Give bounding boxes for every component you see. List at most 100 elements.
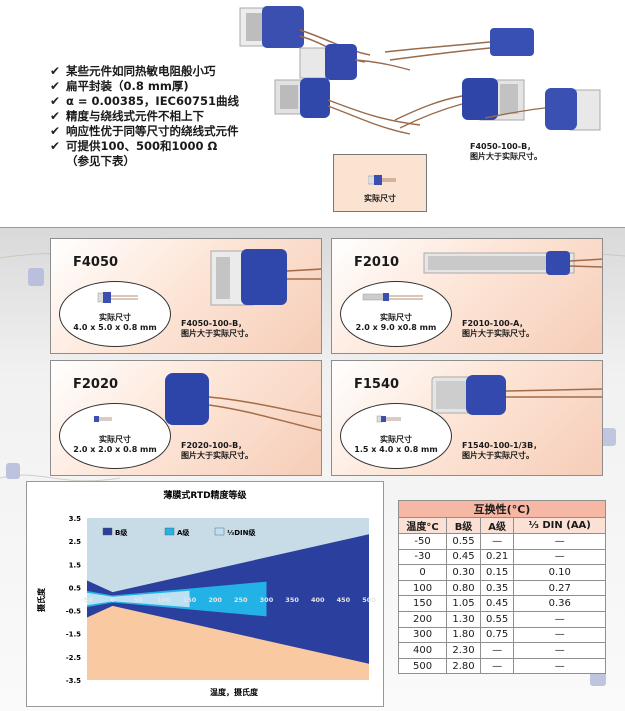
- x-tick-label: 400: [311, 596, 325, 604]
- actual-size-oval: 实际尺寸 2.0 x 2.0 x 0.8 mm: [59, 403, 171, 469]
- feature-text: 某些元件如同热敏电阻般小巧: [66, 64, 216, 78]
- table-cell: —: [513, 626, 606, 644]
- actual-size-oval: 实际尺寸 1.5 x 4.0 x 0.8 mm: [340, 403, 452, 469]
- table-cell: 150: [397, 595, 448, 612]
- caption-line: F4050-100-B，: [470, 142, 536, 151]
- model-name: F2010: [354, 255, 400, 270]
- mini-element-icon: [376, 415, 401, 423]
- table-cell: 2.80: [446, 657, 481, 675]
- feature-text: α = 0.00385，IEC60751曲线: [66, 94, 240, 108]
- feature-text: 精度与绕线式元件不相上下: [66, 109, 204, 123]
- column-header: B级: [446, 517, 481, 534]
- actual-size-oval: 实际尺寸 4.0 x 5.0 x 0.8 mm: [59, 281, 171, 347]
- table-cell: -30: [397, 548, 448, 566]
- y-tick-label: 3.5: [69, 515, 82, 523]
- panel-caption: F2020-100-B， 图片大于实际尺寸。: [181, 441, 253, 461]
- y-tick-label: -0.5: [66, 608, 81, 616]
- dimensions: 4.0 x 5.0 x 0.8 mm: [73, 323, 157, 332]
- y-axis-label: 摄氏度: [36, 587, 46, 612]
- product-panel-f1540: F1540 实际尺寸 1.5 x 4.0 x 0.8 mm F1540-100-…: [331, 360, 603, 476]
- table-cell: 0.27: [513, 579, 606, 597]
- model-name: F4050: [73, 255, 119, 270]
- legend-swatch: [214, 527, 225, 536]
- rtd-element-2: [299, 44, 411, 80]
- table-cell: 1.05: [446, 595, 481, 612]
- series-band-3: [87, 590, 190, 608]
- table-cell: 0.15: [479, 564, 515, 581]
- checkmark-icon: ✔: [50, 79, 61, 93]
- y-tick-label: -1.5: [66, 631, 81, 639]
- y-tick-label: -2.5: [66, 654, 81, 662]
- table-cell: 0.75: [479, 626, 515, 644]
- mini-element-icon: [368, 175, 396, 185]
- rtd-element-6: [484, 88, 601, 131]
- dimensions: 2.0 x 2.0 x 0.8 mm: [73, 445, 157, 454]
- table-cell: 0.36: [513, 595, 606, 612]
- table-cell: 200: [397, 610, 448, 628]
- rtd-element-3: [274, 78, 421, 135]
- table-cell: —: [513, 548, 606, 566]
- table-cell: 0.30: [446, 564, 481, 581]
- rtd-element-5: [394, 78, 525, 129]
- x-tick-label: -50: [81, 596, 93, 604]
- feature-subtext: （参见下表）: [66, 154, 135, 168]
- plot-area: [87, 518, 369, 680]
- table-cell: 300: [397, 626, 448, 644]
- f2010-photo: [423, 251, 602, 275]
- table-title: 互换性(°C): [398, 500, 606, 518]
- table-cell: -50: [397, 533, 448, 550]
- actual-size-label: 实际尺寸: [364, 194, 396, 203]
- f2020-photo: [165, 373, 321, 432]
- panel-caption: F2010-100-A， 图片大于实际尺寸。: [462, 319, 534, 339]
- caption-line: 图片大于实际尺寸。: [462, 451, 534, 460]
- table-cell: 0.35: [479, 579, 515, 597]
- table-cell: 0.45: [479, 595, 515, 612]
- table-cell: 1.80: [446, 626, 481, 644]
- table-cell: 0.21: [479, 548, 515, 566]
- table-cell: 400: [397, 642, 448, 659]
- feature-item: ✔ 某些元件如同热敏电阻般小巧: [50, 64, 290, 79]
- table-cell: 0: [397, 564, 448, 581]
- y-tick-label: 0.5: [69, 584, 82, 592]
- model-name: F2020: [73, 377, 119, 392]
- caption-line: 图片大于实际尺寸。: [181, 451, 253, 460]
- y-tick-label: -3.5: [66, 677, 81, 685]
- table-cell: 0.55: [446, 533, 481, 550]
- feature-item: ✔α = 0.00385，IEC60751曲线: [50, 94, 290, 109]
- table-cell: 0.80: [446, 579, 481, 597]
- y-tick-label: 2.5: [69, 538, 82, 546]
- actual-size-label: 实际尺寸: [99, 435, 131, 444]
- table-title-row: 互换性(°C): [398, 500, 606, 518]
- photo-caption: F4050-100-B， 图片大于实际尺寸。: [470, 142, 542, 162]
- x-tick-label: 500: [362, 596, 376, 604]
- checkmark-icon: ✔: [50, 64, 61, 78]
- product-panel-f2010: F2010 实际尺寸 2.0 x 9.0 x0.8 mm F2010-100-A…: [331, 238, 603, 354]
- checkmark-icon: ✔: [50, 124, 61, 138]
- rtd-elements-photo: [239, 6, 601, 135]
- x-tick-label: 450: [337, 596, 351, 604]
- x-tick-label: 150: [183, 596, 197, 604]
- column-header: A级: [479, 517, 515, 534]
- chart-svg: 薄膜式RTD精度等级 摄氏度 温度，摄氏度 3.52.51.50.5-0.5-1…: [36, 489, 376, 697]
- caption-line: 图片大于实际尺寸。: [181, 329, 253, 338]
- product-panel-f4050: F4050 实际尺寸 4.0 x 5.0 x 0.8 mm F4050-100-…: [50, 238, 322, 354]
- feature-text: 响应性优于同等尺寸的绕线式元件: [66, 124, 239, 138]
- feature-item: ✔可提供100、500和1000 Ω（参见下表）: [50, 139, 290, 169]
- actual-size-oval: 实际尺寸 2.0 x 9.0 x0.8 mm: [340, 281, 452, 347]
- mini-element-icon: [94, 416, 112, 422]
- table-cell: —: [513, 657, 606, 675]
- legend-label: A级: [177, 528, 190, 537]
- legend-label: B级: [115, 528, 128, 537]
- table-cell: 0.45: [446, 548, 481, 566]
- feature-item: ✔ 响应性优于同等尺寸的绕线式元件: [50, 124, 290, 139]
- dimensions: 1.5 x 4.0 x 0.8 mm: [354, 445, 438, 454]
- table-cell: —: [479, 642, 515, 659]
